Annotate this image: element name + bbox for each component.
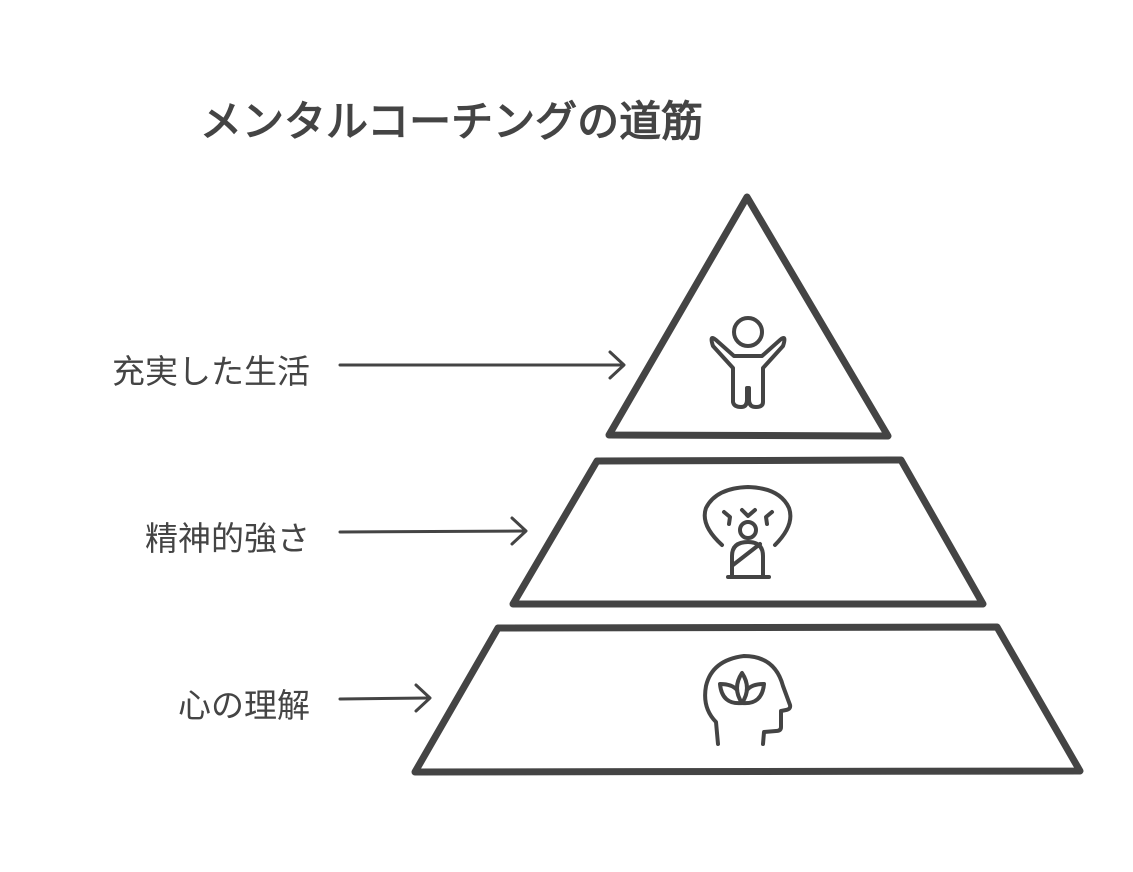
diagram-title: メンタルコーチングの道筋 bbox=[200, 97, 704, 146]
arrow-middle bbox=[338, 516, 528, 546]
meditating-person-icon bbox=[702, 485, 793, 579]
level-label-bottom: 心の理解 bbox=[178, 686, 310, 725]
pyramid-middle-tier bbox=[509, 456, 987, 608]
level-label-middle: 精神的強さ bbox=[145, 519, 310, 558]
arrow-top bbox=[338, 350, 626, 380]
pyramid-bottom-tier bbox=[411, 623, 1084, 776]
arrow-bottom bbox=[338, 683, 432, 713]
head-lotus-icon bbox=[703, 654, 793, 746]
person-arms-raised-icon bbox=[709, 316, 787, 409]
pyramid-top-tier bbox=[605, 193, 892, 440]
level-label-top: 充実した生活 bbox=[112, 352, 310, 391]
